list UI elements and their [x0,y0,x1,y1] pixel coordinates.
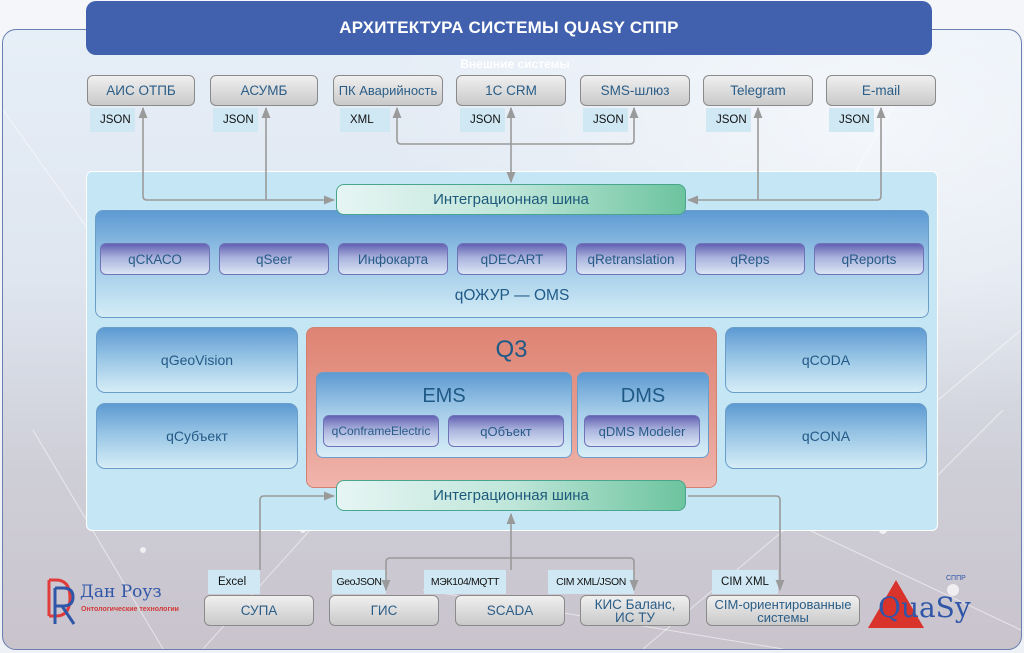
external-system-asumb[interactable]: АСУМБ [210,75,318,106]
module-qskaso[interactable]: qСКАСО [100,243,210,275]
module-qreports[interactable]: qReports [814,243,924,275]
source-system-gis[interactable]: ГИС [329,595,439,626]
integration-bus-top[interactable]: Интеграционная шина [336,184,686,215]
format-label: JSON [90,108,135,132]
external-system-1c-crm[interactable]: 1С CRM [456,75,566,106]
ems-title: EMS [422,385,466,407]
oms-title: qОЖУР — OMS [454,287,570,304]
module-qobject[interactable]: qОбъект [448,415,564,447]
module-qgeovision[interactable]: qGeoVision [96,327,298,393]
danrouz-name: Дан Роуз [80,582,162,602]
format-label: JSON [706,108,751,132]
module-qdms-modeler[interactable]: qDMS Modeler [584,415,700,447]
ems-block: EMS qConframeElectric qОбъект [316,372,572,458]
dms-title: DMS [620,385,666,407]
module-qreps[interactable]: qReps [695,243,805,275]
external-system-email[interactable]: E-mail [826,75,936,106]
format-label: XML [340,108,390,132]
format-label: JSON [213,108,258,132]
danrouz-tagline: Онтологические технологии [81,606,179,613]
format-label: Excel [208,570,260,594]
format-label: GeoJSON [332,570,386,594]
external-system-pk-avariynost[interactable]: ПК Аварийность [333,75,443,106]
external-system-sms-gateway[interactable]: SMS-шлюз [580,75,690,106]
format-label: JSON [829,108,874,132]
dms-block: DMS qDMS Modeler [577,372,709,458]
integration-bus-bottom[interactable]: Интеграционная шина [336,480,686,511]
source-system-supa[interactable]: СУПА [204,595,314,626]
module-qretranslation[interactable]: qRetranslation [576,243,686,275]
format-label: JSON [460,108,505,132]
module-qdecart[interactable]: qDECART [457,243,567,275]
page-title: АРХИТЕКТУРА СИСТЕМЫ QUASY СППР [86,1,932,55]
quasy-logo: СППР QuaSy [866,574,986,630]
module-qcoda[interactable]: qCODA [725,327,927,393]
module-qseer[interactable]: qSeer [219,243,329,275]
q3-block: Q3 EMS qConframeElectric qОбъект DMS qDM… [306,327,717,488]
external-systems-caption: Внешние системы [460,57,570,71]
module-qconframeelectric[interactable]: qConframeElectric [323,415,439,447]
quasy-name: QuaSy [878,591,971,624]
format-label: CIM XML/JSON [548,570,634,594]
dr-monogram-icon [47,578,76,625]
quasy-triangle-icon [868,580,924,628]
source-system-cim-oriented[interactable]: CIM-ориентированные системы [706,595,860,626]
oms-block: qСКАСО qSeer Инфокарта qDECART qRetransl… [95,210,929,318]
external-system-ais-otpb[interactable]: АИС ОТПБ [87,75,195,106]
source-system-scada[interactable]: SCADA [455,595,565,626]
format-label: JSON [583,108,628,132]
external-system-telegram[interactable]: Telegram [703,75,813,106]
source-system-kis-balans[interactable]: КИС Баланс, ИС ТУ [580,595,690,626]
format-label: CIM XML [712,570,778,594]
quasy-tagline: СППР [946,575,966,582]
format-label: МЭК104/MQTT [424,570,506,594]
q3-title: Q3 [495,336,528,363]
module-qcona[interactable]: qCONA [725,403,927,469]
danrouz-logo: Дан Роуз Онтологические технологии [46,578,196,628]
module-infokarta[interactable]: Инфокарта [338,243,448,275]
module-qsubject[interactable]: qСубъект [96,403,298,469]
